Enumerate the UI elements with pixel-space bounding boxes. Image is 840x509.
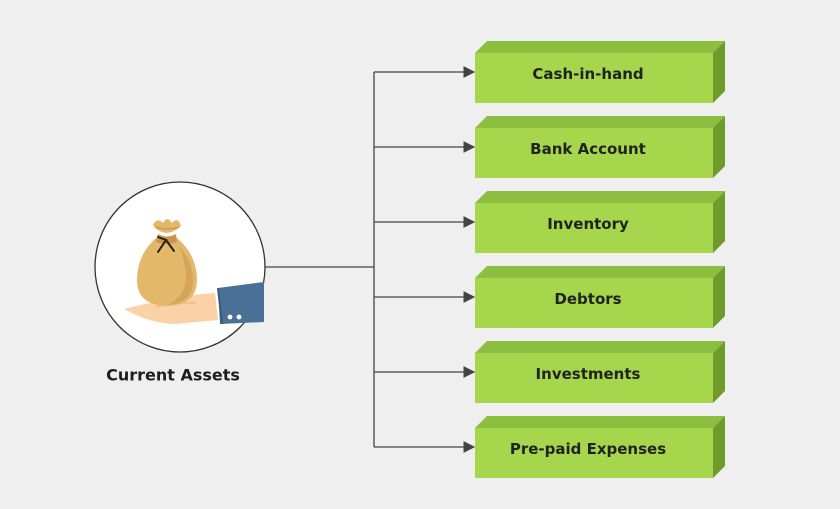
item-label: Cash-in-hand: [532, 65, 644, 83]
item-box: [475, 116, 725, 178]
box-top-face: [475, 341, 725, 353]
box-side-face: [713, 116, 725, 178]
item-box: [475, 416, 725, 478]
box-top-face: [475, 191, 725, 203]
box-top-face: [475, 416, 725, 428]
box-side-face: [713, 266, 725, 328]
item-label: Pre-paid Expenses: [509, 440, 667, 458]
item-label: Inventory: [547, 215, 629, 233]
box-front-face: [475, 128, 713, 178]
item-label: Bank Account: [530, 140, 646, 158]
root-label: Current Assets: [106, 365, 240, 385]
box-front-face: [475, 203, 713, 253]
item-box: [475, 266, 725, 328]
box-top-face: [475, 116, 725, 128]
box-front-face: [475, 353, 713, 403]
connector-lines: [265, 66, 476, 453]
item-box: [475, 41, 725, 103]
item-label: Investments: [535, 365, 641, 383]
item-box: [475, 191, 725, 253]
box-front-face: [475, 278, 713, 328]
box-front-face: [475, 428, 713, 478]
box-side-face: [713, 41, 725, 103]
money-bag-on-hand-icon: [124, 219, 264, 325]
box-front-face: [475, 53, 713, 103]
box-side-face: [713, 191, 725, 253]
box-top-face: [475, 266, 725, 278]
box-top-face: [475, 41, 725, 53]
item-label: Debtors: [554, 290, 622, 308]
box-side-face: [713, 341, 725, 403]
root-node: [94, 181, 266, 353]
item-box: [475, 341, 725, 403]
item-boxes: [475, 41, 725, 478]
box-side-face: [713, 416, 725, 478]
